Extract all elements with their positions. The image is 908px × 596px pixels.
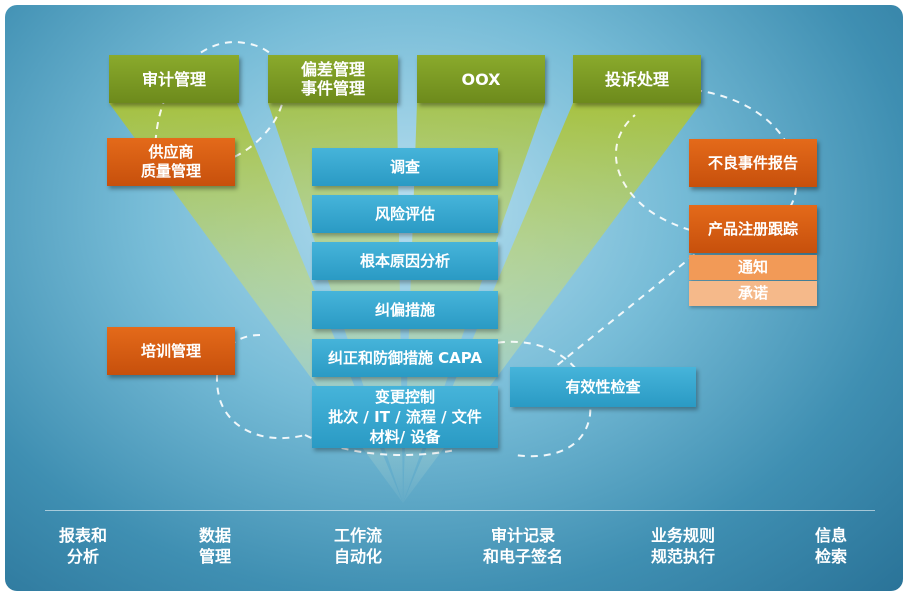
module-adverse-event-report[interactable]: 不良事件报告 (689, 139, 817, 187)
effectiveness-check[interactable]: 有效性检查 (510, 367, 696, 407)
feature-audit-trail-esignature: 审计记录 和电子签名 (482, 526, 563, 566)
capa-step-root-cause-analysis[interactable]: 根本原因分析 (312, 242, 498, 280)
feature-information-retrieval: 信息 检索 (814, 526, 847, 566)
feature-reports-analysis: 报表和 分析 (58, 526, 107, 566)
module-product-registration[interactable]: 产品注册跟踪 (689, 205, 817, 253)
module-training-management[interactable]: 培训管理 (107, 327, 235, 375)
cycle-curve-bottom-center (484, 340, 592, 458)
feature-workflow-automation: 工作流 自动化 (333, 526, 382, 566)
module-deviation-event-management[interactable]: 偏差管理 事件管理 (268, 55, 398, 103)
capa-step-corrective-action[interactable]: 纠偏措施 (312, 291, 498, 329)
capa-step-investigation[interactable]: 调查 (312, 148, 498, 186)
module-complaint-handling[interactable]: 投诉处理 (573, 55, 701, 103)
module-notification[interactable]: 通知 (689, 255, 817, 280)
bottom-divider (45, 510, 875, 511)
diagram-canvas: 审计管理 偏差管理 事件管理 OOX 投诉处理 供应商 质量管理 培训管理 不良… (5, 5, 903, 591)
module-commitment[interactable]: 承诺 (689, 281, 817, 306)
capa-step-change-control[interactable]: 变更控制 批次 / IT / 流程 / 文件 材料/ 设备 (312, 386, 498, 448)
capa-step-capa[interactable]: 纠正和防御措施 CAPA (312, 339, 498, 377)
module-supplier-quality[interactable]: 供应商 质量管理 (107, 138, 235, 186)
feature-business-rules: 业务规则 规范执行 (650, 526, 715, 566)
capa-step-risk-assessment[interactable]: 风险评估 (312, 195, 498, 233)
module-oox[interactable]: OOX (417, 55, 545, 103)
module-audit-management[interactable]: 审计管理 (109, 55, 239, 103)
feature-data-management: 数据 管理 (198, 526, 231, 566)
